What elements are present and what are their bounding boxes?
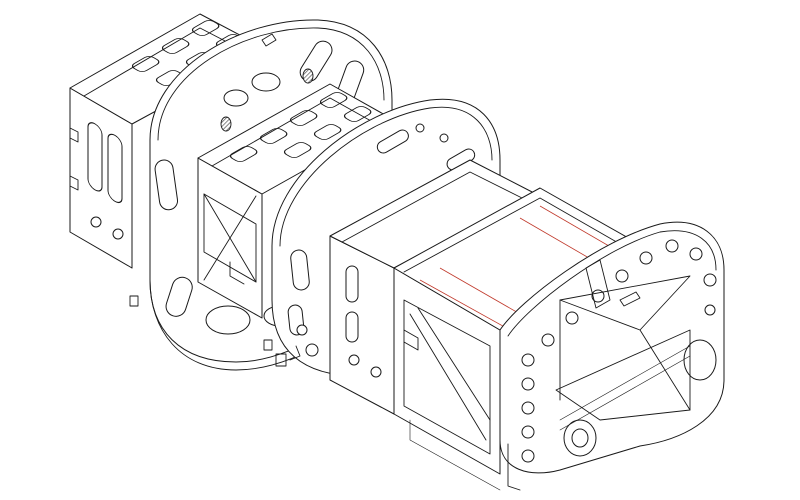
rear-box-round-hole (112, 228, 124, 240)
bolt-hole-icon (220, 116, 232, 132)
middle-box-top-inner-edge (211, 97, 381, 167)
module-rear-box (69, 13, 269, 269)
bulkhead-1-tab (263, 339, 273, 351)
line-art (69, 13, 725, 491)
front-box-slot (403, 329, 419, 351)
front-box-top-inner-edge (403, 197, 635, 273)
front-box-diagonal-brace (409, 307, 491, 441)
rear-box-tab (69, 127, 79, 143)
lower-rails (409, 345, 691, 491)
bulkhead-2-holes (287, 123, 476, 357)
front-box-brace-frame (403, 299, 491, 455)
bulkhead-2-tab (275, 353, 287, 367)
rear-box-round-hole (90, 216, 102, 228)
front-plate-edge (507, 443, 521, 491)
front-end-plate (499, 221, 725, 491)
module-front-box (393, 187, 647, 475)
middle-box-x-brace (203, 193, 257, 283)
bulkhead-1-tab (129, 295, 139, 307)
front-plate-slot (619, 291, 641, 307)
spacer-holes (345, 265, 382, 378)
front-plate-truss-upper (559, 275, 691, 331)
front-plate-rim (507, 230, 717, 337)
bulkhead-2-rim (279, 106, 493, 247)
middle-box-brace-frame (203, 193, 257, 283)
front-plate-outline (499, 221, 725, 474)
front-plate-slot (585, 259, 611, 309)
front-plate-holes (521, 239, 717, 463)
middle-box-slot (229, 261, 245, 285)
module-middle-box (197, 83, 395, 319)
bulkhead-1-tab (261, 33, 277, 47)
bulkhead-2-tab (289, 345, 301, 361)
rear-box-tab (69, 175, 79, 191)
rear-box-slot-hole (87, 122, 103, 192)
rear-box-slot-hole (107, 133, 123, 204)
bulkhead-1-rim (157, 27, 385, 141)
module-inner-spacer (329, 159, 537, 415)
spacer-top-inner-edge (341, 171, 523, 243)
bolt-hole-icon (302, 68, 314, 84)
